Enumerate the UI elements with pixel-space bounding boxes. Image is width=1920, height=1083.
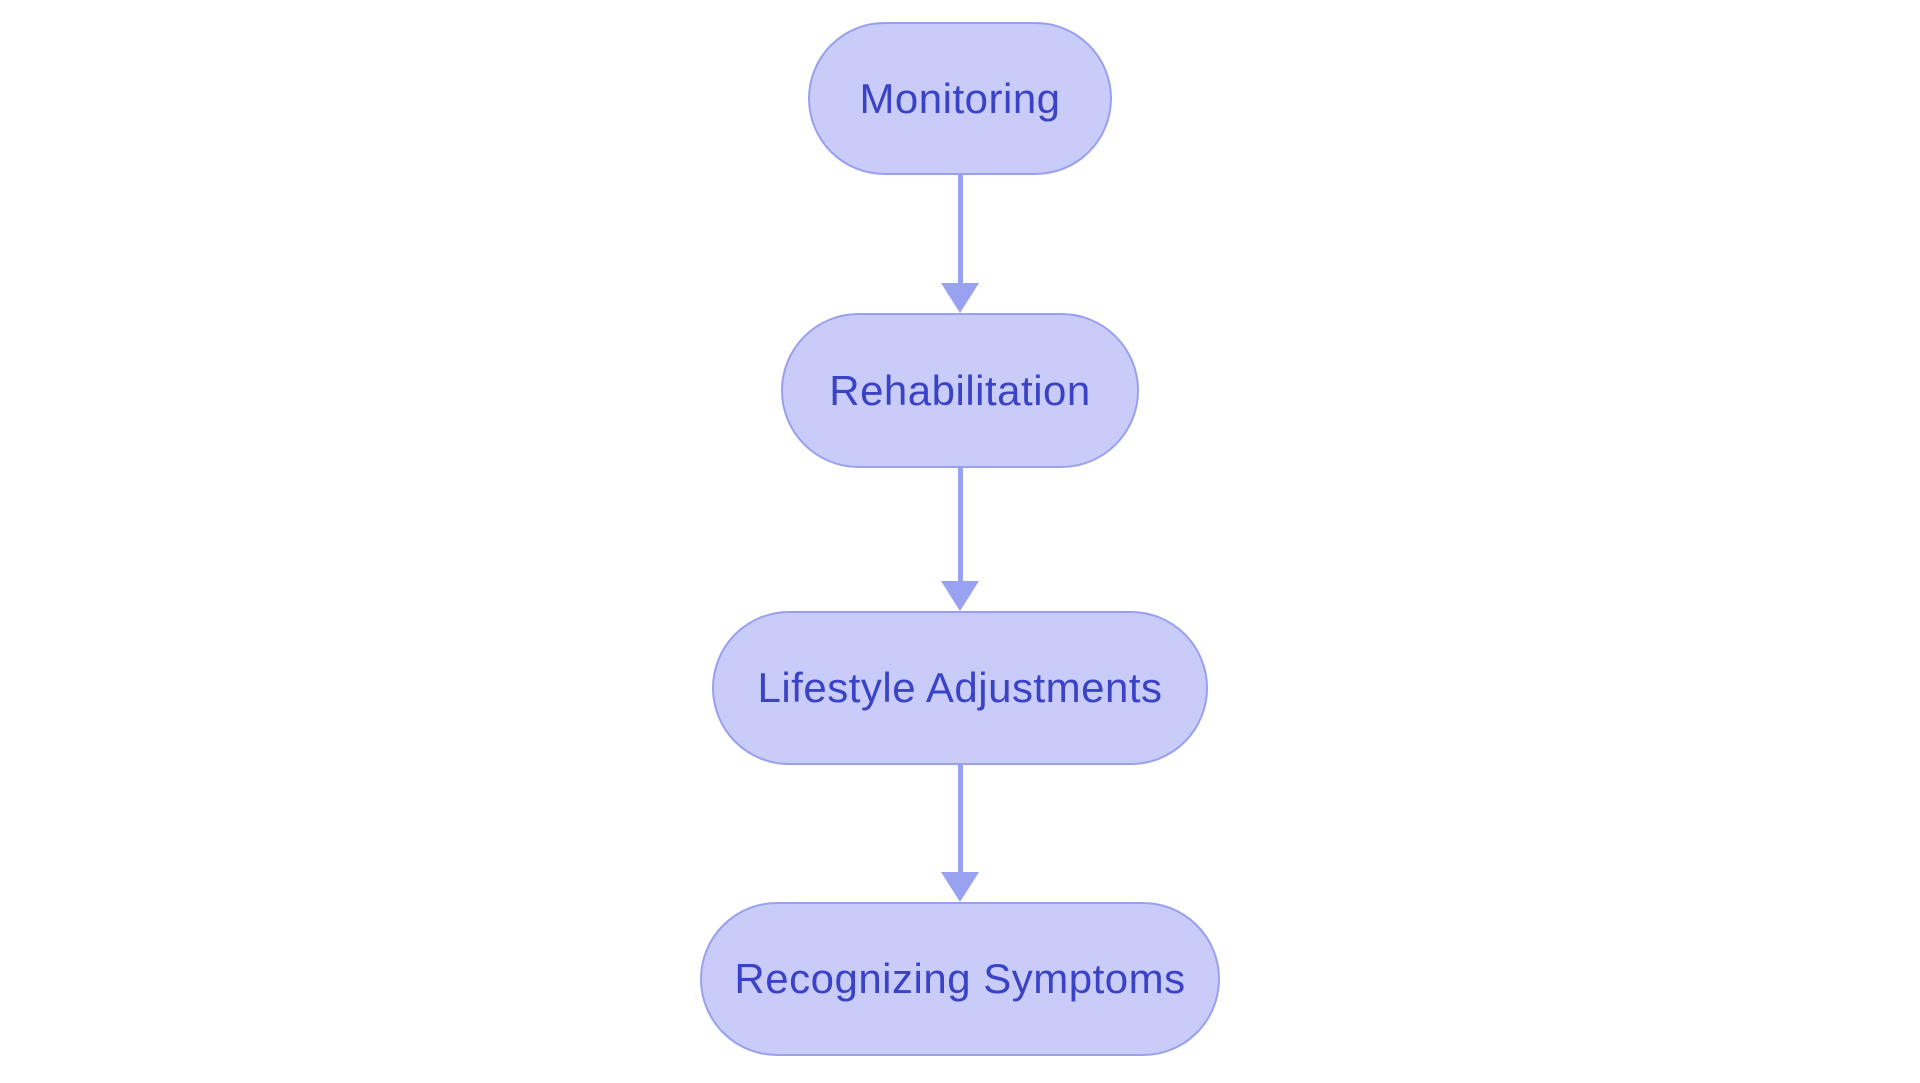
flow-node-monitoring: Monitoring (808, 22, 1112, 175)
flow-node-recognizing-symptoms: Recognizing Symptoms (700, 902, 1220, 1056)
arrow-stem (957, 765, 963, 872)
arrowhead-down-icon (941, 581, 979, 611)
flow-node-monitoring-label: Monitoring (859, 74, 1061, 122)
arrowhead-down-icon (941, 283, 979, 313)
flow-node-rehabilitation: Rehabilitation (781, 313, 1139, 468)
edge-arrow-lifestyle-adjustments-to-recognizing-symptoms (941, 765, 979, 902)
flow-node-recognizing-symptoms-label: Recognizing Symptoms (734, 955, 1186, 1002)
edge-arrow-rehabilitation-to-lifestyle-adjustments (941, 468, 979, 611)
arrowhead-down-icon (941, 872, 979, 902)
flow-node-lifestyle-adjustments: Lifestyle Adjustments (712, 611, 1208, 765)
flow-node-lifestyle-adjustments-label: Lifestyle Adjustments (757, 664, 1163, 711)
arrow-stem (957, 175, 963, 283)
flow-node-rehabilitation-label: Rehabilitation (829, 366, 1091, 414)
arrow-stem (957, 468, 963, 581)
edge-arrow-monitoring-to-rehabilitation (941, 175, 979, 313)
